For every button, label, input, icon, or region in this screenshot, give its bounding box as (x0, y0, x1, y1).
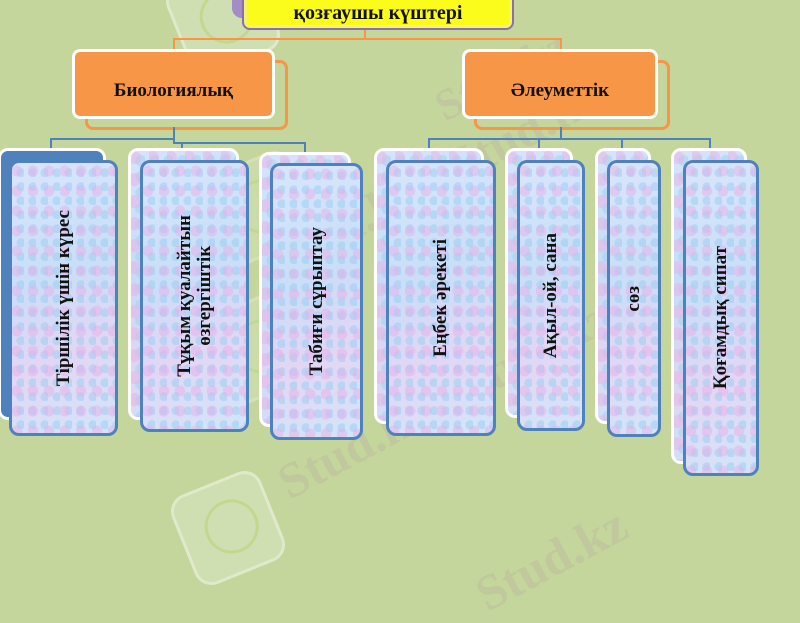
connector-soc-drop-1 (428, 138, 430, 150)
connector-to-social (560, 38, 562, 50)
watermark-text: Stud.kz (466, 496, 637, 622)
connector-to-biological (173, 38, 175, 50)
connector-bio-drop-1 (50, 138, 52, 150)
connector-soc-drop-4 (709, 138, 711, 150)
leaf-labor-label: Еңбек әрекеті (430, 239, 452, 357)
leaf-mind-label: Ақыл-ой, сана (540, 232, 562, 359)
root-node: қозғаушы күштері (242, 0, 514, 30)
leaf-social-nature-label: Қоғамдық сипат (710, 246, 732, 390)
category-social-label: Әлеуметтік (510, 80, 610, 101)
connector-soc-drop-2 (538, 138, 540, 150)
connector-soc-stem (560, 127, 562, 140)
connector-root-horizontal (173, 38, 562, 40)
watermark-logo-icon (165, 465, 291, 591)
leaf-heredity-label-line2: өзгергіштік (193, 245, 215, 347)
category-biological-label: Биологиялық (113, 80, 234, 101)
category-social: Әлеуметтік (462, 49, 658, 119)
leaf-labor: Еңбек әрекеті (386, 160, 496, 436)
connector-soc-drop-3 (621, 138, 623, 150)
leaf-social-nature: Қоғамдық сипат (683, 160, 759, 476)
leaf-speech: сөз (607, 160, 661, 437)
connector-root-vertical (364, 30, 366, 39)
connector-soc-bar (428, 138, 711, 140)
leaf-speech-label: сөз (623, 285, 645, 312)
connector-bio-stem (173, 127, 175, 144)
leaf-heredity-label: Тұқым қуалайтын өзгергіштік (173, 215, 215, 377)
connector-bio-bar-left (50, 138, 175, 140)
leaf-selection-label: Табиғи сұрыптау (305, 227, 327, 376)
connector-bio-drop-2 (181, 142, 183, 152)
connector-bio-drop-3 (304, 142, 306, 154)
leaf-mind: Ақыл-ой, сана (517, 160, 585, 431)
root-node-label: қозғаушы күштері (293, 1, 463, 24)
leaf-selection: Табиғи сұрыптау (270, 163, 363, 440)
leaf-heredity-label-line1: Тұқым қуалайтын (173, 215, 195, 377)
leaf-struggle: Тіршілік үшін күрес (9, 160, 118, 436)
category-biological: Биологиялық (72, 49, 275, 119)
leaf-heredity: Тұқым қуалайтын өзгергіштік (140, 160, 249, 432)
connector-bio-bar-right (173, 142, 306, 144)
leaf-struggle-label: Тіршілік үшін күрес (52, 209, 74, 387)
